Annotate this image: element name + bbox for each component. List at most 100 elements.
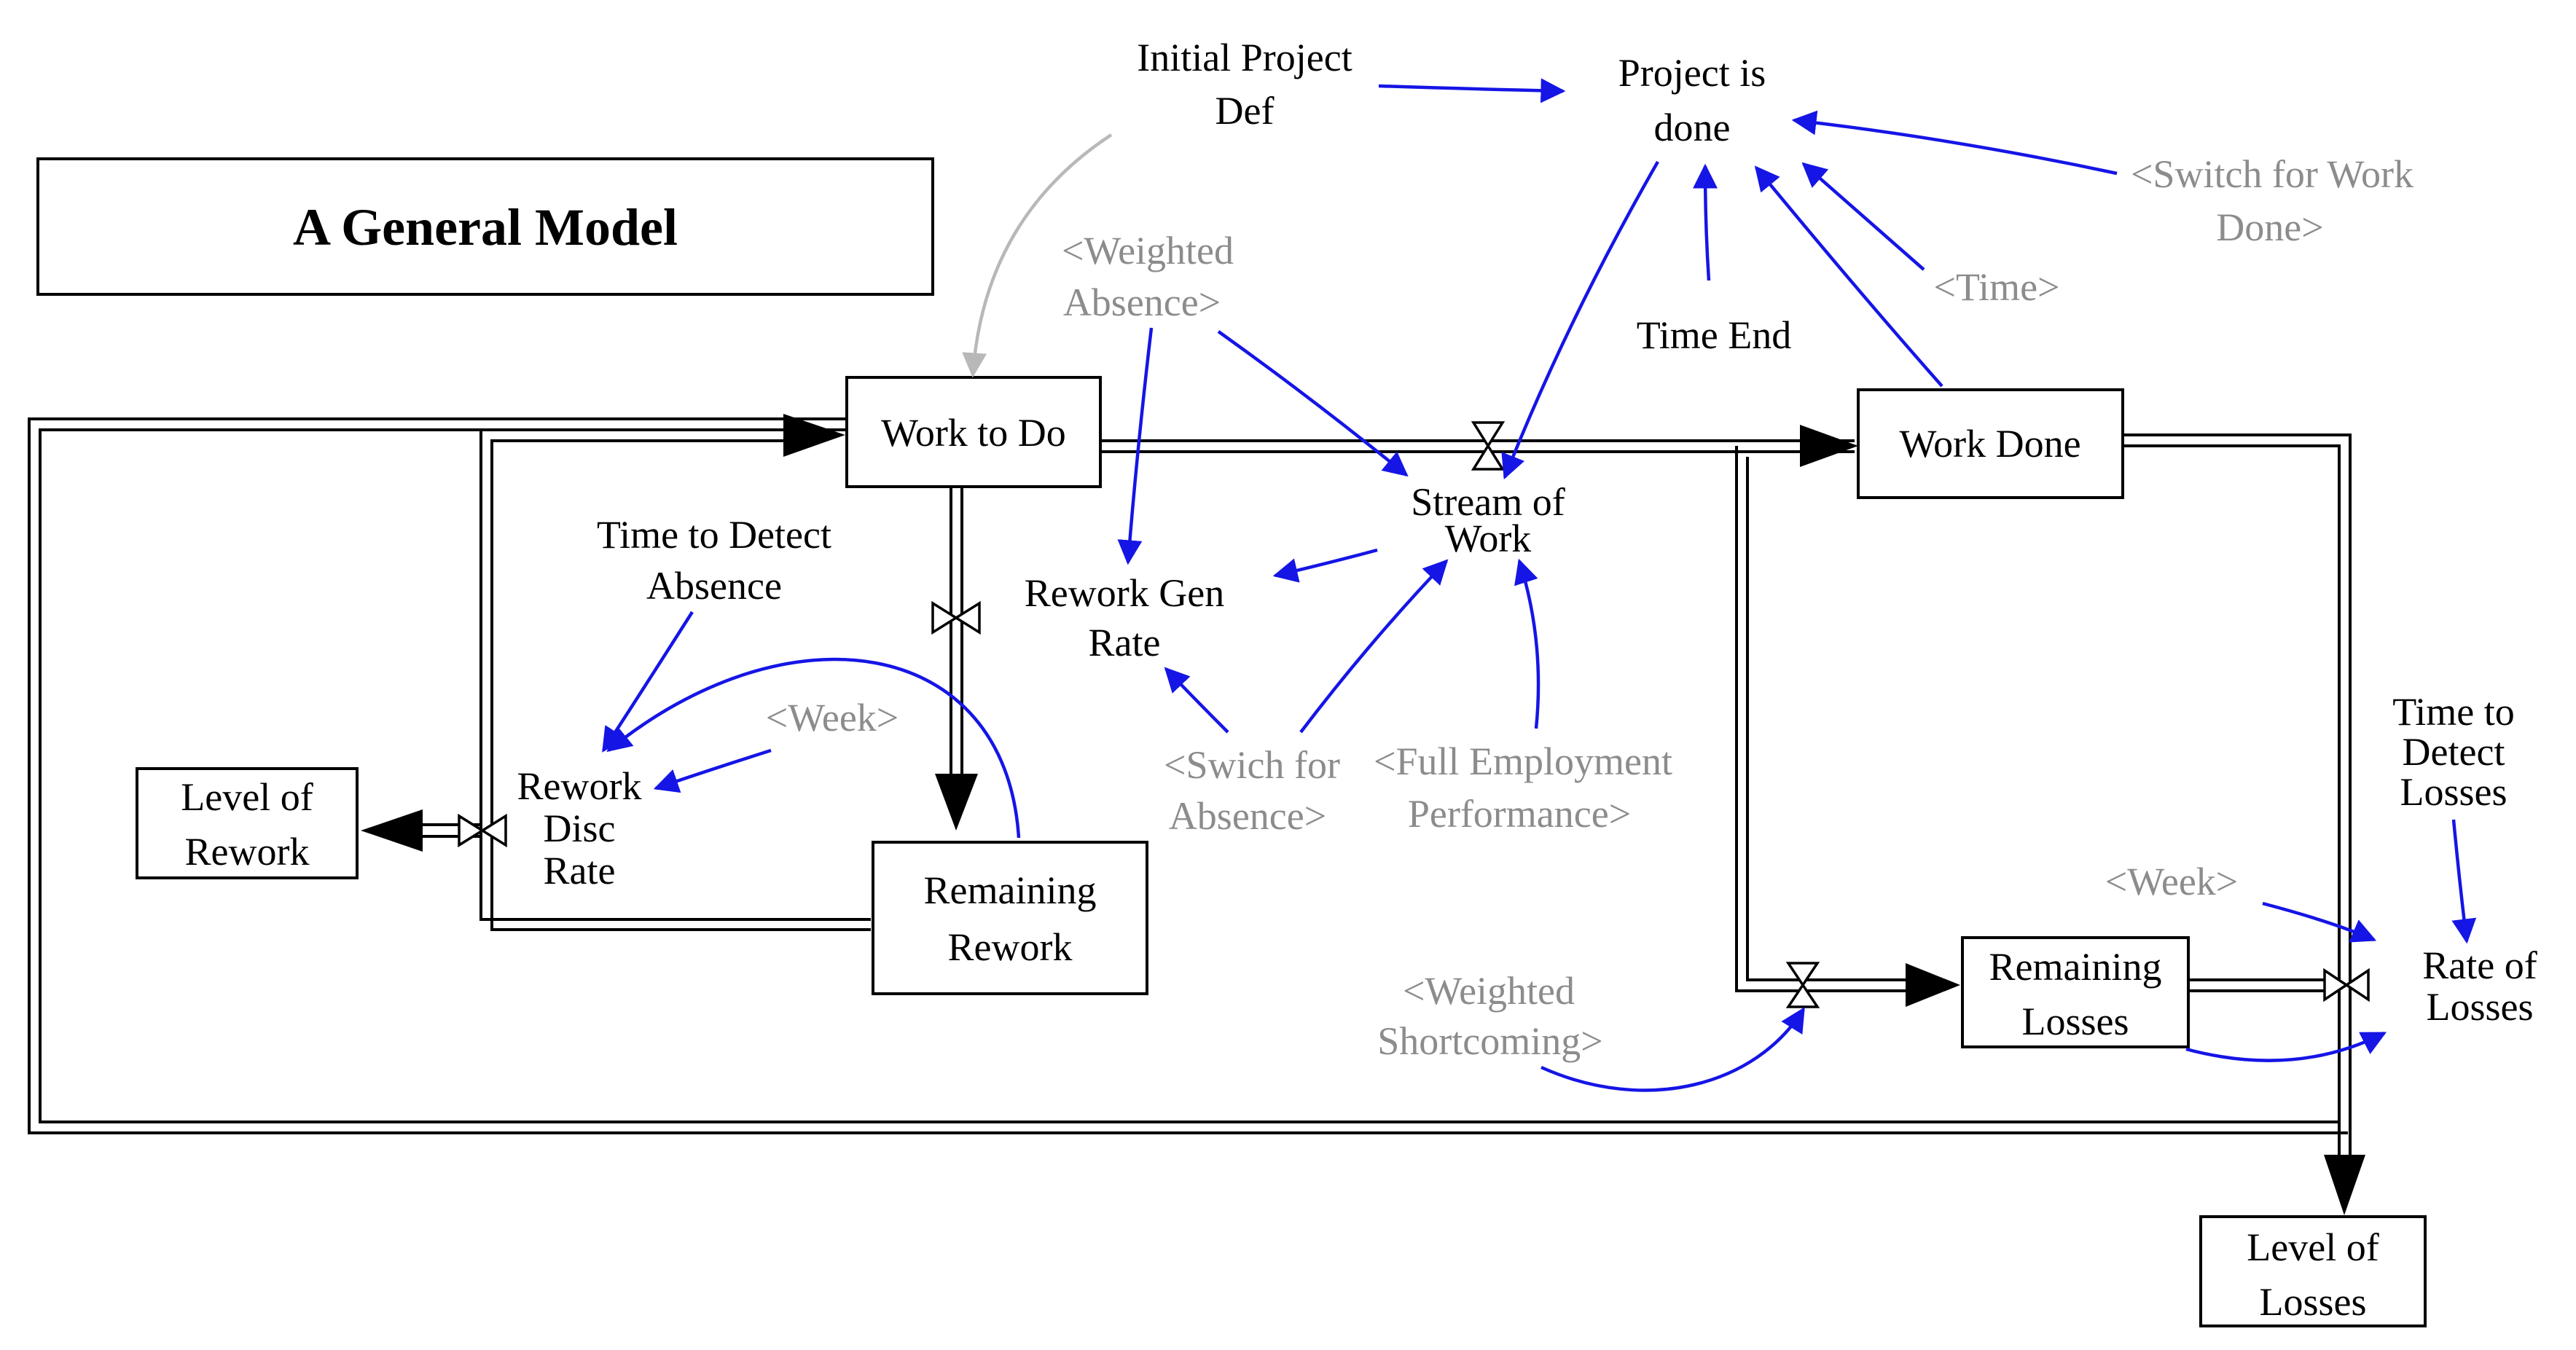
rework-disc-rate-line-3: Rate	[544, 849, 616, 892]
title-text: A General Model	[293, 198, 678, 256]
rate-of-losses-line-1: Rate of	[2422, 943, 2537, 987]
level-of-rework-line-2: Rework	[185, 830, 310, 874]
losses-branch-pipe	[1735, 446, 1913, 992]
initial-project-def-line-2: Def	[1215, 89, 1275, 133]
rework-disc-rate-line-1: Rework	[517, 764, 642, 808]
valve-weighted-shortcoming	[1785, 962, 1820, 1008]
rework-disc-rate-line-2: Disc	[544, 807, 616, 850]
time-end-label: Time End	[1637, 313, 1792, 357]
link-detect-absence-to-disc	[602, 611, 694, 753]
link-detect-losses-to-rate	[2451, 819, 2477, 944]
stock-level-of-rework[interactable]: Level of Rework	[136, 767, 359, 879]
swich-for-absence-line-2: Absence>	[1169, 794, 1326, 838]
rework-gen-rate-line-2: Rate	[1089, 621, 1161, 664]
project-is-done-line-1: Project is	[1618, 51, 1766, 95]
arrowhead-into-level-of-losses	[2324, 1155, 2365, 1215]
title-frame	[36, 157, 934, 296]
week-shadow-label-1: <Week>	[766, 696, 899, 739]
flow-arrowheads	[361, 414, 2365, 1215]
shadow-full-employment-performance[interactable]: <Full Employment Performance>	[1374, 739, 1672, 836]
arrowhead-into-work-done	[1800, 425, 1858, 467]
inner-loop-pipe	[479, 428, 871, 921]
losses-output-pipe-inner	[2123, 444, 2341, 1180]
stock-remaining-rework[interactable]: Remaining Rework	[872, 841, 1148, 995]
shadow-week-2[interactable]: <Week>	[2105, 860, 2239, 903]
shadow-switch-for-work-done[interactable]: <Switch for Work Done>	[2131, 152, 2413, 249]
inner-loop-pipe-inner	[490, 439, 871, 931]
rework-gen-rate-line-1: Rework Gen	[1025, 571, 1224, 615]
shadow-weighted-absence[interactable]: <Weighted Absence>	[1062, 229, 1234, 324]
remaining-rework-line-2: Rework	[948, 925, 1073, 969]
link-week2-to-rate	[2262, 901, 2377, 943]
valve-rework-gen	[931, 600, 981, 635]
link-time-to-project-done	[1801, 162, 1925, 271]
shadow-swich-for-absence[interactable]: <Swich for Absence>	[1164, 743, 1340, 838]
link-full-employment-to-stream	[1514, 558, 1540, 729]
link-stream-to-rework-gen	[1272, 548, 1378, 583]
time-to-detect-absence-line-1: Time to Detect	[597, 513, 831, 557]
stream-of-work-line-2: Work	[1445, 517, 1532, 560]
var-rate-of-losses[interactable]: Rate of Losses	[2422, 943, 2537, 1029]
time-to-detect-losses-line-1: Time to	[2392, 690, 2515, 734]
shadow-time[interactable]: <Time>	[1934, 265, 2060, 309]
full-employment-performance-line-1: <Full Employment	[1374, 739, 1672, 783]
var-project-is-done[interactable]: Project is done	[1618, 51, 1766, 149]
time-to-detect-losses-line-3: Losses	[2400, 770, 2508, 814]
remaining-losses-line-2: Losses	[2022, 1000, 2129, 1043]
arrowhead-into-work-to-do	[783, 414, 845, 457]
link-initial-to-work-to-do	[962, 133, 1113, 378]
var-stream-of-work[interactable]: Stream of Work	[1411, 480, 1565, 560]
swich-for-absence-line-1: <Swich for	[1164, 743, 1340, 787]
link-swich-to-rework-gen	[1164, 667, 1229, 734]
link-initial-to-project-done	[1378, 78, 1566, 103]
stock-work-done[interactable]: Work Done	[1857, 388, 2124, 499]
losses-output-pipe	[2123, 433, 2352, 1180]
shadow-week-1[interactable]: <Week>	[766, 696, 899, 739]
var-initial-project-def[interactable]: Initial Project Def	[1137, 36, 1352, 133]
arrowhead-into-level-of-rework	[361, 809, 423, 852]
outer-loop-pipe-inner	[39, 428, 2339, 1123]
level-of-losses-line-1: Level of	[2247, 1225, 2379, 1269]
week-shadow-label-2: <Week>	[2105, 860, 2239, 903]
remaining-rework-line-1: Remaining	[924, 868, 1097, 912]
link-time-end-to-project-done	[1693, 163, 1718, 281]
link-week-to-disc	[653, 748, 772, 793]
level-of-rework-line-1: Level of	[181, 775, 313, 819]
valve-rework-disc	[458, 813, 507, 848]
project-is-done-line-2: done	[1654, 106, 1731, 149]
weighted-shortcoming-line-2: Shortcoming>	[1377, 1019, 1602, 1063]
link-remaining-losses-to-rate	[2185, 1031, 2387, 1062]
var-time-end[interactable]: Time End	[1637, 313, 1792, 357]
var-time-to-detect-absence[interactable]: Time to Detect Absence	[597, 513, 831, 608]
stock-remaining-losses[interactable]: Remaining Losses	[1961, 936, 2190, 1048]
time-to-detect-absence-line-2: Absence	[646, 564, 782, 608]
initial-project-def-line-1: Initial Project	[1137, 36, 1352, 79]
link-project-done-to-stream	[1501, 160, 1659, 480]
stock-level-of-losses[interactable]: Level of Losses	[2199, 1215, 2427, 1327]
full-employment-performance-line-2: Performance>	[1408, 792, 1631, 836]
stock-work-to-do[interactable]: Work to Do	[845, 376, 1102, 488]
link-absence-to-stream	[1217, 330, 1409, 477]
link-switch-to-project-done	[1791, 110, 2118, 176]
link-shortcoming-to-valve	[1540, 1007, 1805, 1092]
weighted-shortcoming-line-1: <Weighted	[1403, 969, 1575, 1013]
switch-for-work-done-line-2: Done>	[2216, 205, 2323, 249]
shadow-weighted-shortcoming[interactable]: <Weighted Shortcoming>	[1377, 969, 1602, 1063]
valve-stream-of-work	[1471, 421, 1506, 471]
valve-rate-of-losses	[2323, 968, 2370, 1002]
rate-of-losses-line-2: Losses	[2427, 985, 2534, 1029]
link-work-done-to-project-done	[1754, 165, 1943, 388]
losses-branch-pipe-inner	[1746, 457, 1913, 981]
work-done-label: Work Done	[1899, 422, 2080, 466]
title-box: A General Model	[36, 157, 934, 296]
var-time-to-detect-losses[interactable]: Time to Detect Losses	[2392, 690, 2515, 814]
link-swich-to-stream	[1299, 559, 1449, 734]
stream-of-work-line-1: Stream of	[1411, 480, 1565, 524]
causal-links	[602, 78, 2477, 1092]
level-of-losses-line-2: Losses	[2260, 1280, 2367, 1324]
remaining-losses-line-1: Remaining	[1989, 945, 2162, 989]
var-rework-disc-rate[interactable]: Rework Disc Rate	[517, 764, 642, 892]
var-rework-gen-rate[interactable]: Rework Gen Rate	[1025, 571, 1224, 664]
time-to-detect-losses-line-2: Detect	[2403, 730, 2505, 774]
